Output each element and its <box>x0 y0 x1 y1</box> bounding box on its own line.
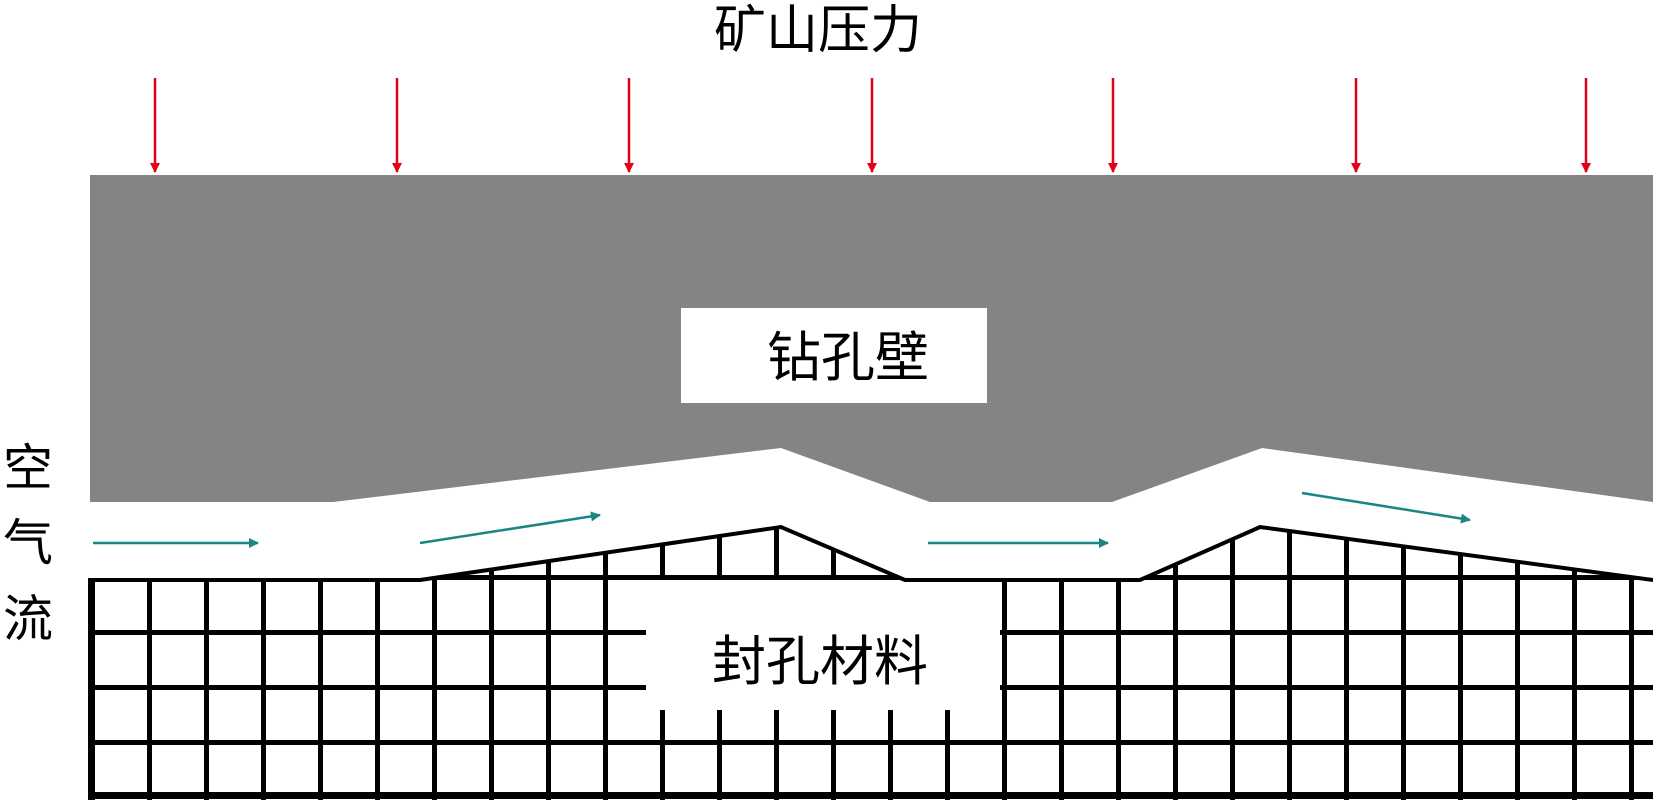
sealing-material-label: 封孔材料 <box>712 630 928 693</box>
airflow-label-char-2: 气 <box>3 514 53 572</box>
airflow-label-char-3: 流 <box>3 590 53 648</box>
borehole-wall-label-box <box>681 308 987 403</box>
airflow-arrow <box>1301 491 1471 524</box>
pressure-arrows <box>150 78 1591 173</box>
airflow-arrow <box>419 511 601 545</box>
borehole-wall-label: 钻孔壁 <box>767 326 929 389</box>
airflow-label-char-1: 空 <box>3 439 53 497</box>
airflow-arrows <box>93 491 1471 548</box>
mine-pressure-title: 矿山压力 <box>714 1 922 61</box>
sealing-material-outline <box>88 524 1653 800</box>
